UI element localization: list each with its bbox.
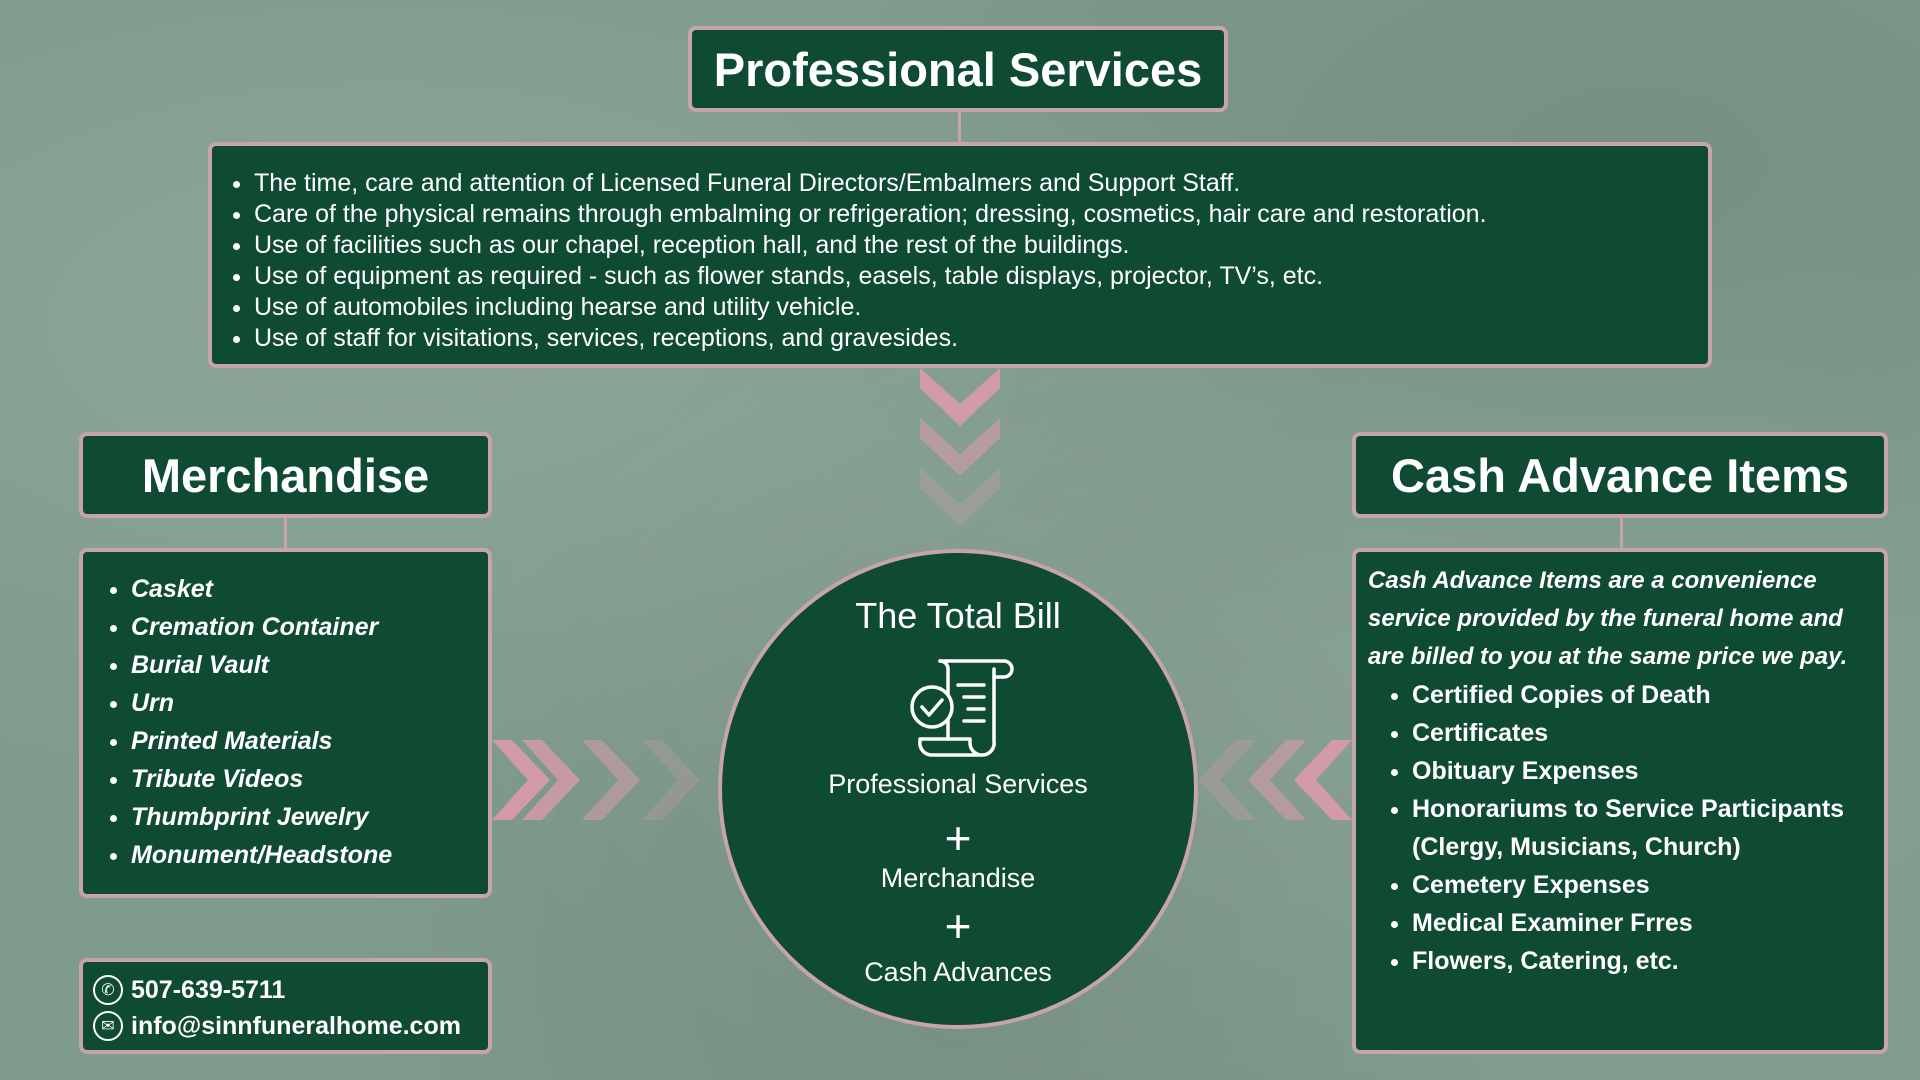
- list-item: Thumbprint Jewelry: [131, 798, 488, 836]
- list-item: Honorariums to Service Participants (Cle…: [1412, 790, 1870, 866]
- list-item: Urn: [131, 684, 488, 722]
- connector-merch: [284, 518, 287, 548]
- total-line-professional-services: Professional Services: [828, 769, 1088, 799]
- chevrons-left: [1198, 740, 1352, 820]
- email-icon: ✉: [93, 1011, 123, 1041]
- chevron-right-icon: [582, 740, 640, 820]
- list-item: Medical Examiner Frres: [1412, 904, 1870, 942]
- list-item: The time, care and attention of Licensed…: [254, 168, 1708, 199]
- chevron-down-icon: [920, 468, 1000, 526]
- list-item: Use of staff for visitations, services, …: [254, 323, 1708, 354]
- connector-cash: [1620, 518, 1623, 548]
- list-item: Use of facilities such as our chapel, re…: [254, 230, 1708, 261]
- phone-icon: ✆: [93, 975, 123, 1005]
- chevron-right-icon: [492, 740, 550, 820]
- contact-email[interactable]: info@sinnfuneralhome.com: [131, 1011, 461, 1040]
- list-item: Monument/Headstone: [131, 836, 488, 874]
- list-item: Casket: [131, 570, 488, 608]
- chevron-left-icon: [1294, 740, 1352, 820]
- cash-advance-intro: Cash Advance Items are a convenience ser…: [1368, 567, 1848, 670]
- professional-services-title: Professional Services: [688, 26, 1228, 112]
- list-item: Care of the physical remains through emb…: [254, 199, 1708, 230]
- merchandise-title: Merchandise: [79, 432, 492, 518]
- connector-ps: [958, 112, 961, 142]
- contact-box: ✆ 507-639-5711 ✉ info@sinnfuneralhome.co…: [79, 958, 492, 1054]
- chevron-down-icon: [920, 418, 1000, 476]
- list-item: Cremation Container: [131, 608, 488, 646]
- list-item: Printed Materials: [131, 722, 488, 760]
- list-item: Obituary Expenses: [1412, 752, 1870, 790]
- cash-advance-list: Cash Advance Items are a convenience ser…: [1352, 548, 1888, 1054]
- total-line-merchandise: Merchandise: [880, 863, 1036, 893]
- chevron-left-icon: [1198, 740, 1256, 820]
- contact-phone[interactable]: 507-639-5711: [131, 975, 286, 1004]
- receipt-check-icon: [910, 659, 1014, 757]
- list-item: Certified Copies of Death: [1412, 676, 1870, 714]
- list-item: Cemetery Expenses: [1412, 866, 1870, 904]
- professional-services-list: The time, care and attention of Licensed…: [208, 142, 1712, 368]
- list-item: Use of automobiles including hearse and …: [254, 292, 1708, 323]
- cash-advance-title: Cash Advance Items: [1352, 432, 1888, 518]
- merchandise-list: Casket Cremation Container Burial Vault …: [79, 548, 492, 898]
- plus-sign: +: [944, 900, 972, 952]
- chevron-left-icon: [1248, 740, 1306, 820]
- contact-email-row: ✉ info@sinnfuneralhome.com: [93, 1008, 488, 1044]
- list-item: Burial Vault: [131, 646, 488, 684]
- contact-phone-row: ✆ 507-639-5711: [93, 972, 488, 1008]
- list-item: Use of equipment as required - such as f…: [254, 261, 1708, 292]
- total-line-cash-advances: Cash Advances: [864, 957, 1052, 987]
- total-bill-circle: The Total Bill Professional Services + M…: [718, 549, 1198, 1029]
- plus-sign: +: [944, 812, 972, 864]
- chevron-right-icon: [642, 740, 700, 820]
- list-item: Certificates: [1412, 714, 1870, 752]
- total-bill-title: The Total Bill: [855, 595, 1061, 636]
- list-item: Tribute Videos: [131, 760, 488, 798]
- list-item: Flowers, Catering, etc.: [1412, 942, 1870, 980]
- chevrons-right: [492, 740, 700, 820]
- chevrons-down: [920, 368, 1000, 526]
- chevron-down-icon: [920, 368, 1000, 426]
- chevron-right-icon: [522, 740, 580, 820]
